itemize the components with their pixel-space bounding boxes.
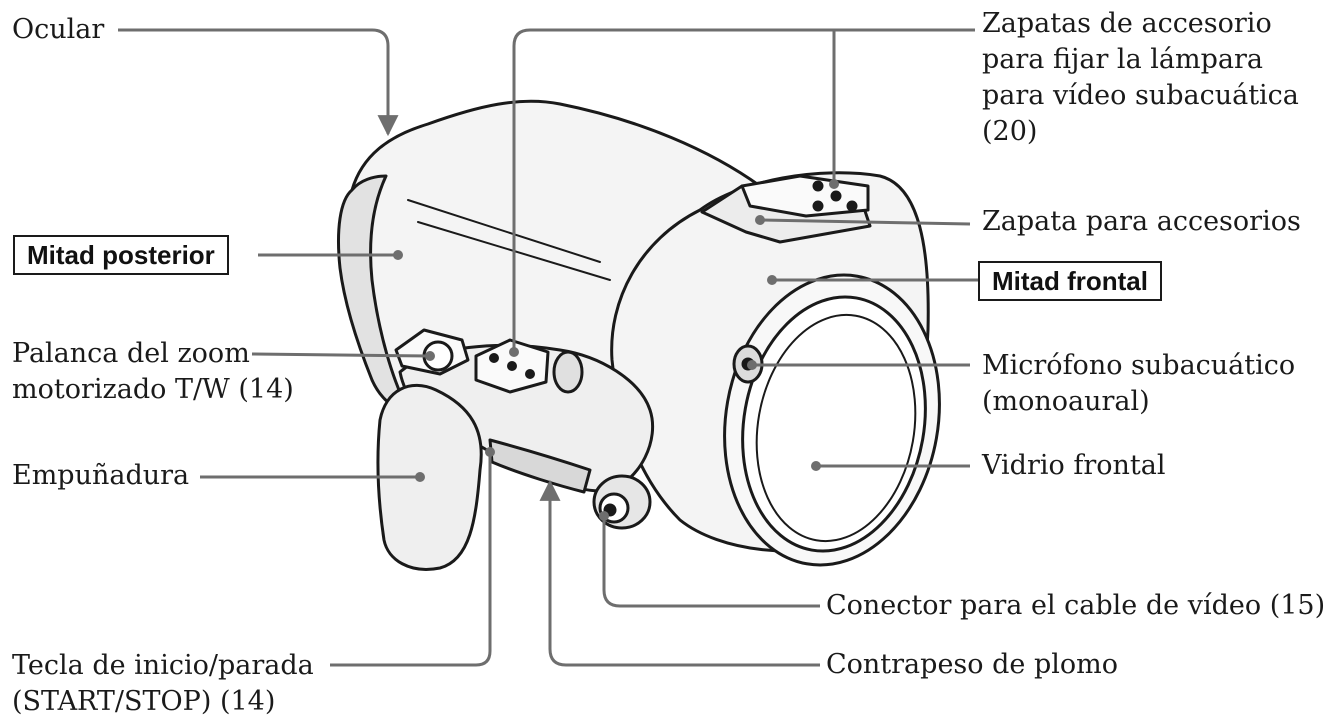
label-tecla-line-1: Tecla de inicio/parada: [12, 650, 314, 681]
front-glass-inner: [755, 313, 917, 543]
leader-ocular: [118, 28, 399, 137]
housing-drawing: [337, 99, 941, 571]
diagram: Ocular Zapatas de accesorio para fijar l…: [12, 8, 1325, 717]
leader-conector: [602, 516, 820, 608]
label-tecla-line-2: (START/STOP) (14): [12, 686, 276, 717]
label-zapatas-line-3: para vídeo subacuática: [982, 80, 1299, 111]
label-palanca-zoom-line-2: motorizado T/W (14): [12, 374, 294, 405]
housing-illustration: [118, 28, 978, 667]
label-zapatas-line-2: para fijar la lámpara: [982, 44, 1263, 75]
label-zapatas-line-4: (20): [982, 116, 1038, 147]
label-vidrio-frontal: Vidrio frontal: [982, 450, 1166, 481]
label-palanca-zoom-line-1: Palanca del zoom: [12, 338, 250, 369]
lead-weight: [488, 438, 592, 494]
label-mitad-frontal: Mitad frontal: [978, 261, 1162, 301]
label-microfono-line-2: (monoaural): [982, 386, 1150, 417]
label-empunadura: Empuñadura: [12, 460, 190, 491]
label-zapata-accesorios: Zapata para accesorios: [982, 206, 1301, 237]
leader-tecla: [330, 452, 492, 667]
grip: [376, 384, 483, 571]
leader-contrapeso: [539, 479, 820, 667]
leader-zapata-accesorios: [759, 218, 971, 226]
label-zapatas-line-1: Zapatas de accesorio: [982, 8, 1272, 39]
leader-palanca-zoom: [251, 352, 431, 358]
label-mitad-posterior: Mitad posterior: [13, 235, 229, 275]
leader-zapatas: [512, 28, 975, 352]
leader-lines: [118, 28, 978, 667]
label-conector-cable: Conector para el cable de vídeo (15): [826, 590, 1325, 621]
label-ocular: Ocular: [12, 14, 105, 45]
label-contrapeso: Contrapeso de plomo: [826, 649, 1118, 680]
label-microfono-line-1: Micrófono subacuático: [982, 350, 1296, 381]
